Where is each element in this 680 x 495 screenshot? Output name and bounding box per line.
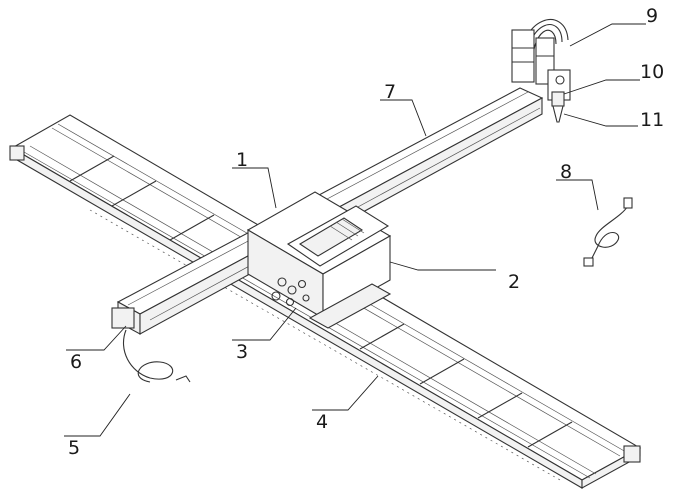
cable-5 xyxy=(122,329,191,383)
callout-5: 5 xyxy=(68,437,80,459)
callout-11: 11 xyxy=(640,109,664,131)
callout-1: 1 xyxy=(236,149,248,171)
callout-2: 2 xyxy=(508,271,520,293)
callout-7: 7 xyxy=(384,81,396,103)
callout-8: 8 xyxy=(560,161,572,183)
callout-labels: 1 2 3 4 5 6 7 8 9 10 11 xyxy=(68,5,664,459)
callout-10: 10 xyxy=(640,61,664,83)
machine-body xyxy=(246,191,392,329)
callout-3: 3 xyxy=(236,341,248,363)
leader-lines xyxy=(64,23,646,437)
callout-6: 6 xyxy=(70,351,82,373)
torch-assembly xyxy=(511,19,571,123)
callout-4: 4 xyxy=(316,411,328,433)
cable-8 xyxy=(583,197,633,267)
callout-9: 9 xyxy=(646,5,658,27)
